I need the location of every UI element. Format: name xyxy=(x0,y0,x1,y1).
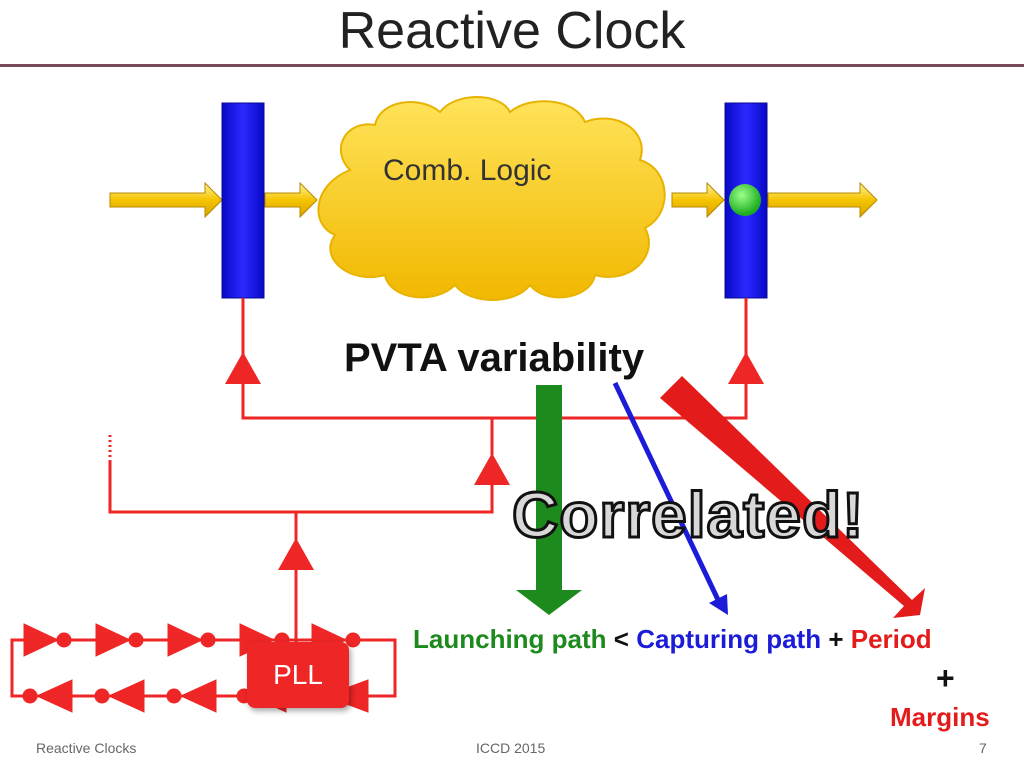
data-arrow-in xyxy=(109,181,223,219)
data-arrow-from-logic xyxy=(671,181,725,219)
clock-buffer-triangle-icon xyxy=(728,352,764,384)
cloud-shape-icon xyxy=(317,96,666,301)
plus-margins-text: + xyxy=(936,660,955,696)
comb-logic-label: Comb. Logic xyxy=(383,154,552,187)
period-text: Period xyxy=(850,624,932,654)
green-dot-icon xyxy=(729,184,761,216)
title-divider xyxy=(0,64,1024,67)
footer-page-number: 7 xyxy=(979,740,987,756)
correlated-label: Correlated! xyxy=(510,478,865,553)
timing-equation: Launching path < Capturing path + Period xyxy=(413,624,932,655)
plus-text: + xyxy=(828,624,844,654)
launching-path-text: Launching path xyxy=(413,624,607,654)
clock-tree xyxy=(108,298,748,642)
slide-title: Reactive Clock xyxy=(338,2,686,60)
clock-buffer-triangle-icon xyxy=(474,453,510,485)
period-arrow xyxy=(660,376,925,618)
footer-left: Reactive Clocks xyxy=(36,740,137,756)
launching-path-arrow xyxy=(516,385,582,615)
clock-buffer-triangle-icon xyxy=(278,538,314,570)
pll-block: PLL xyxy=(247,642,349,708)
data-arrow-to-logic xyxy=(264,181,318,219)
clock-buffer-triangles xyxy=(225,352,764,570)
pvta-variability-label: PVTA variability xyxy=(344,336,645,380)
capturing-path-arrow xyxy=(612,381,728,615)
less-than-text: < xyxy=(613,624,629,654)
capturing-path-text: Capturing path xyxy=(636,624,822,654)
margins-text: Margins xyxy=(890,702,990,732)
launch-register xyxy=(221,102,265,299)
data-arrow-out xyxy=(767,181,878,219)
footer-center: ICCD 2015 xyxy=(476,740,546,756)
clock-buffer-triangle-icon xyxy=(225,352,261,384)
